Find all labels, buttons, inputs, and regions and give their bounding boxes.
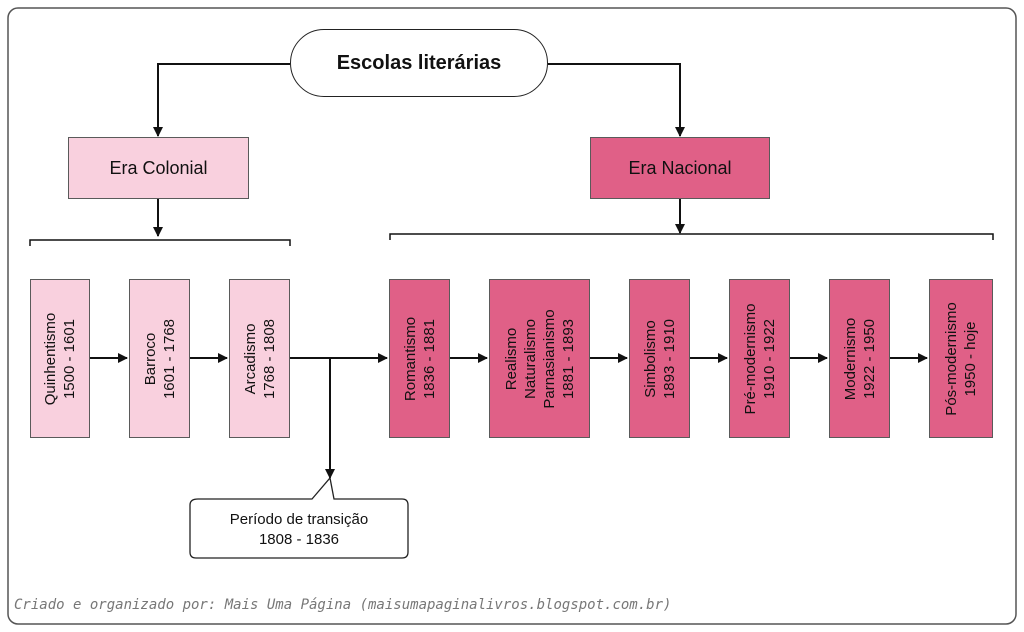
- school-name: Naturalismo: [521, 318, 539, 399]
- transition-dates: 1808 - 1836: [258, 531, 340, 548]
- school-realismo: Realismo Naturalismo Parnasianismo 1881 …: [489, 279, 590, 438]
- school-dates: 1893 - 1910: [660, 318, 678, 399]
- school-dates: 1950 - hoje: [962, 320, 979, 397]
- school-name: Pré-modernismo: [741, 303, 759, 414]
- connector-title-colonial: [153, 63, 290, 137]
- school-name: Quinhentismo: [42, 312, 59, 405]
- school-dates: 1768 - 1808: [260, 318, 278, 399]
- school-arcadismo: Arcadismo 1768 - 1808: [229, 279, 290, 438]
- school-name: Barroco: [141, 332, 159, 385]
- school-name: Romantismo: [401, 316, 419, 401]
- outer-frame: [7, 7, 1017, 625]
- school-premodernismo: Pré-modernismo 1910 - 1922: [729, 279, 790, 438]
- era-nacional-label: Era Nacional: [628, 157, 732, 178]
- school-simbolismo: Simbolismo 1893 - 1910: [629, 279, 690, 438]
- school-name: Pós-modernismo: [943, 301, 960, 416]
- bracket-nacional: [389, 233, 994, 240]
- era-nacional-box: Era Nacional: [590, 137, 770, 199]
- school-posmodernismo: Pós-modernismo 1950 - hoje: [929, 279, 993, 438]
- school-name: Parnasianismo: [540, 308, 558, 409]
- transition-callout: Período de transição 1808 - 1836: [190, 505, 408, 555]
- era-colonial-label: Era Colonial: [109, 157, 208, 178]
- school-dates: 1922 - 1950: [860, 318, 878, 399]
- transition-label: Período de transição: [229, 511, 369, 528]
- school-modernismo: Modernismo 1922 - 1950: [829, 279, 890, 438]
- connector-title-nacional: [548, 63, 685, 137]
- school-barroco: Barroco 1601 - 1768: [129, 279, 190, 438]
- school-name: Arcadismo: [241, 323, 259, 394]
- school-romantismo: Romantismo 1836 - 1881: [389, 279, 450, 438]
- page-title: Escolas literárias: [336, 51, 502, 74]
- school-dates: 1881 - 1893: [559, 318, 577, 399]
- school-quinhentismo: Quinhentismo 1500 - 1601: [30, 279, 90, 438]
- school-dates: 1500 - 1601: [61, 318, 78, 399]
- transition-callout-shape: [189, 476, 409, 559]
- school-dates: 1910 - 1922: [760, 318, 778, 399]
- credit-text: Criado e organizado por: Mais Uma Página…: [14, 597, 672, 613]
- school-name: Modernismo: [841, 317, 859, 400]
- school-name: Simbolismo: [641, 319, 659, 398]
- era-colonial-box: Era Colonial: [68, 137, 249, 199]
- bracket-colonial: [29, 239, 291, 246]
- school-dates: 1601 - 1768: [160, 318, 178, 399]
- school-name: Realismo: [502, 327, 520, 390]
- school-dates: 1836 - 1881: [420, 318, 438, 399]
- title-node: Escolas literárias: [290, 29, 548, 97]
